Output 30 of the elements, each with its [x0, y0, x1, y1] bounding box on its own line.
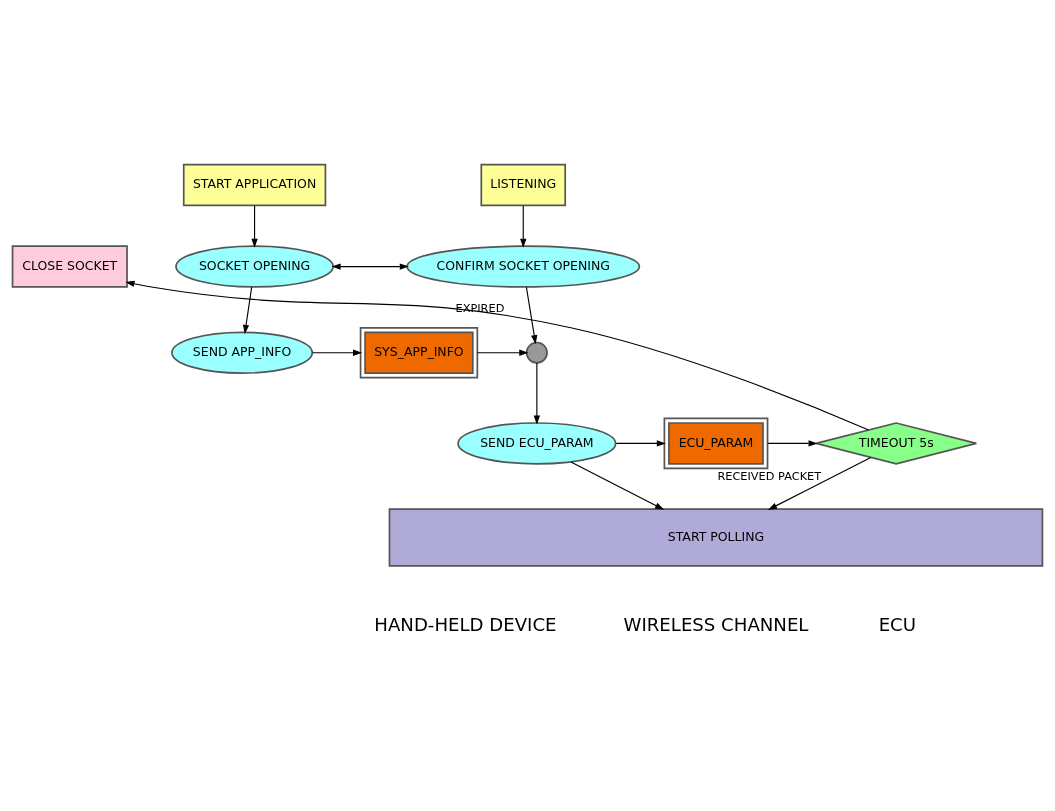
arrow — [767, 439, 818, 447]
label: ECU — [878, 613, 917, 635]
label: WIRELESS CHANNEL — [623, 613, 809, 635]
arrow — [125, 280, 870, 431]
edge-label: EXPIRED — [455, 300, 505, 315]
node-box: SYS_APP_INFO — [359, 326, 479, 378]
node-box: ECU_PARAM — [663, 417, 769, 469]
label: HAND-HELD DEVICE — [374, 613, 557, 635]
arrow — [331, 262, 409, 270]
arrow — [533, 361, 541, 424]
node-diamond: TIMEOUT 5s — [815, 421, 978, 465]
arrow — [476, 349, 529, 356]
node-ellipse: SEND ECU_PARAM — [457, 421, 617, 465]
node-box: START POLLING — [388, 507, 1044, 567]
arrow — [615, 439, 666, 447]
node-ellipse: SEND APP_INFO — [171, 330, 314, 374]
node-box: START APPLICATION — [182, 163, 327, 206]
node-ellipse: CONFIRM SOCKET OPENING — [406, 244, 641, 288]
arrow — [525, 286, 538, 344]
node-ellipse: SOCKET OPENING — [175, 244, 334, 288]
arrow — [251, 204, 258, 248]
arrow — [312, 349, 363, 356]
edge-label: RECEIVED PACKET — [717, 468, 822, 483]
arrow — [242, 286, 253, 334]
node-circle — [525, 341, 548, 364]
arrow — [570, 460, 665, 510]
arrow — [520, 204, 527, 248]
node-box: CLOSE SOCKET — [11, 244, 128, 288]
arrow — [767, 456, 872, 510]
node-box: LISTENING — [480, 163, 567, 206]
